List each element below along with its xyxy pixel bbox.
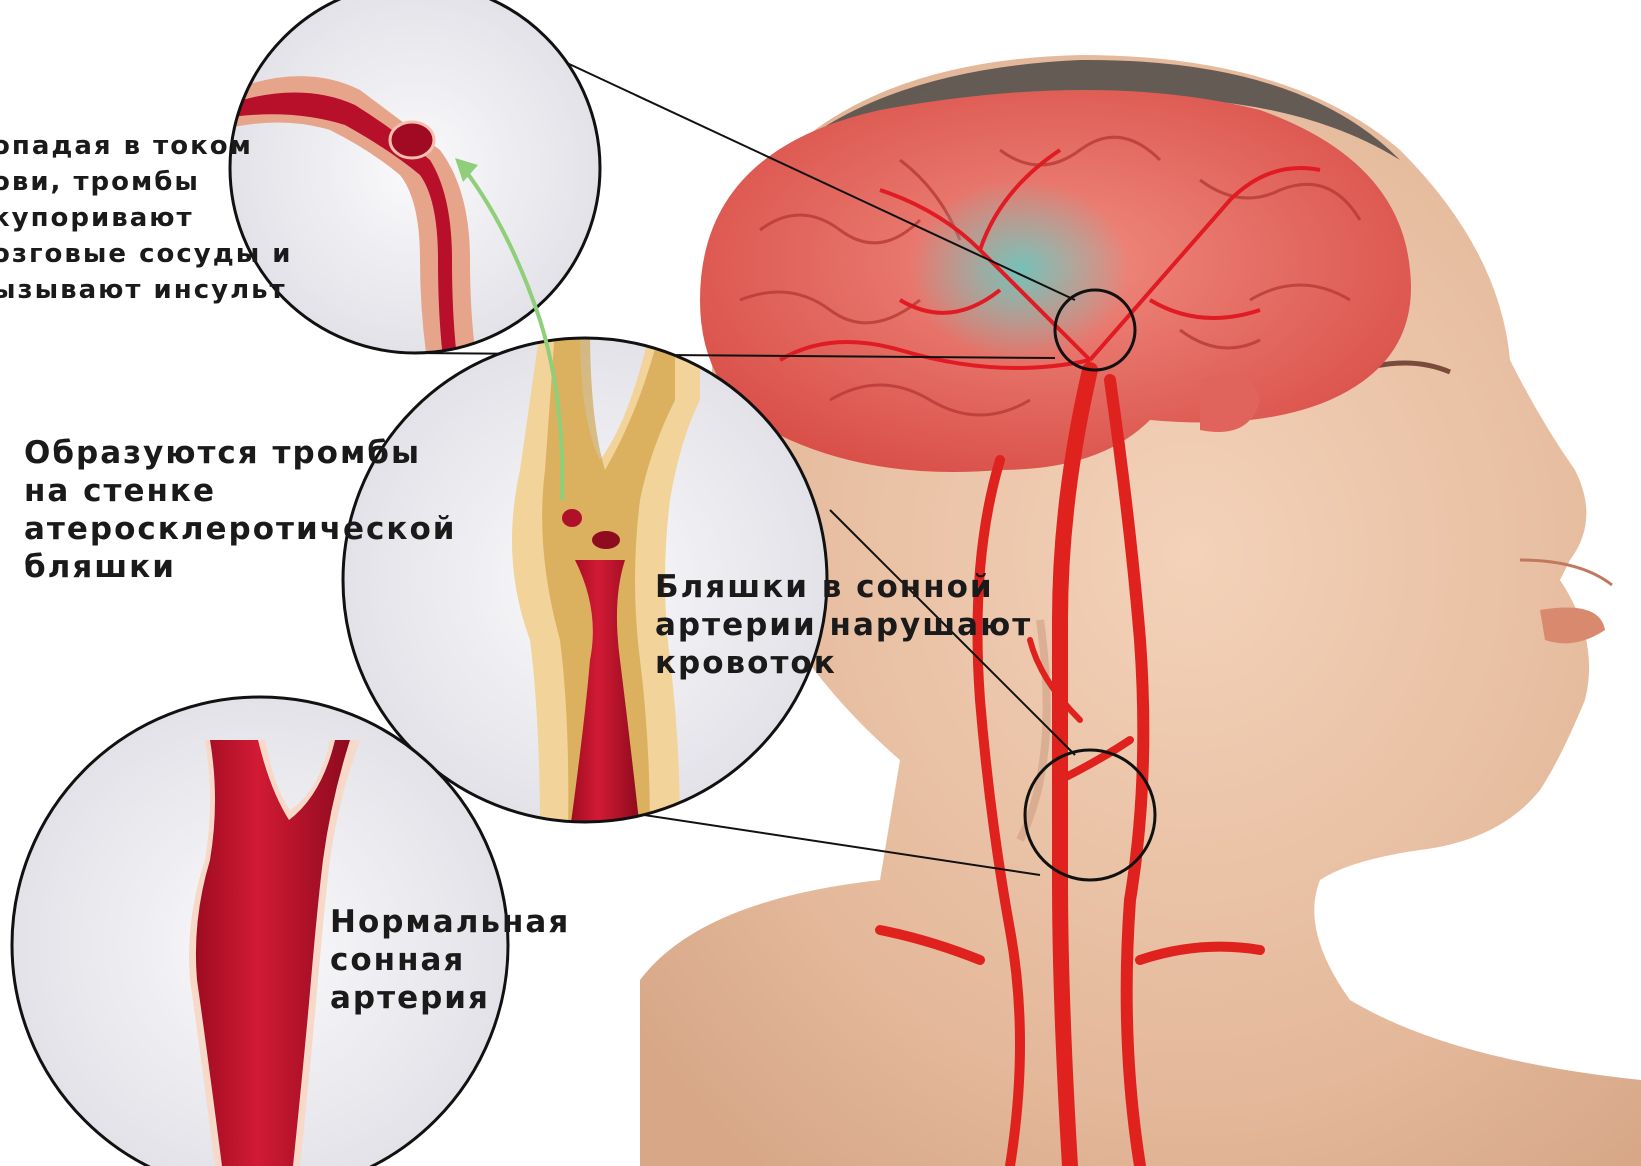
plaque-caption-line: артерии нарушают (655, 606, 1032, 644)
stroke-caption-line: озговые сосуды и (0, 236, 292, 272)
plaque-caption-line: Бляшки в сонной (655, 568, 1032, 606)
stroke-caption: опадая в током ови, тромбы купоривают оз… (0, 128, 292, 308)
normal-artery-caption-line: сонная (330, 941, 570, 979)
thrombi-caption-line: на стенке (24, 472, 456, 510)
plaque-caption: Бляшки в сонной артерии нарушают кровото… (655, 568, 1032, 682)
stroke-caption-line: ызывают инсульт (0, 272, 292, 308)
thrombi-caption-line: Образуются тромбы (24, 434, 456, 472)
stroke-caption-line: ови, тромбы (0, 164, 292, 200)
thrombi-caption: Образуются тромбы на стенке атеросклерот… (24, 434, 456, 586)
normal-artery-caption-line: артерия (330, 979, 570, 1017)
ischemia-zone (910, 180, 1130, 360)
thrombi-caption-line: атеросклеротической (24, 510, 456, 548)
thrombi-caption-line: бляшки (24, 548, 456, 586)
normal-artery-caption: Нормальная сонная артерия (330, 903, 570, 1017)
stroke-caption-line: опадая в током (0, 128, 292, 164)
plaque-caption-line: кровоток (655, 644, 1032, 682)
stroke-caption-line: купоривают (0, 200, 292, 236)
normal-artery-caption-line: Нормальная (330, 903, 570, 941)
